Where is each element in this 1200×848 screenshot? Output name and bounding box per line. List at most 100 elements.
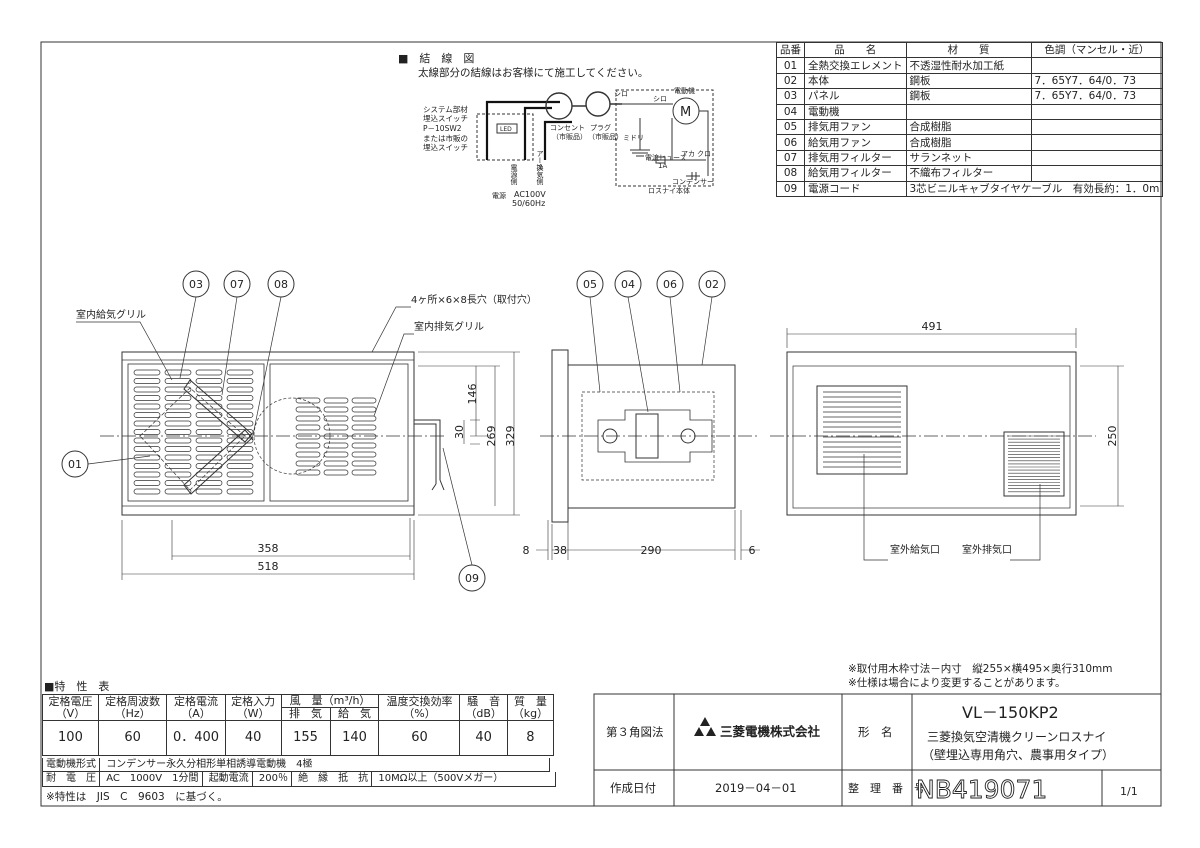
motor-type-row: 電動機形式 コンデンサー永久分相形単相誘導電動機 4極 (42, 758, 550, 772)
balloon-01: 01 (68, 458, 82, 471)
grille-slot (133, 463, 161, 469)
green-wire-label: ミドリ (623, 134, 644, 142)
grille-slot (195, 480, 223, 486)
grille-slot (323, 406, 349, 413)
grille-slot (164, 429, 192, 435)
grille-slot (133, 488, 161, 495)
side-body-outline (567, 364, 736, 509)
grille-slot (351, 424, 377, 431)
dim-side-6: 6 (749, 544, 756, 557)
back-body-outline (786, 351, 1077, 516)
fuse-symbol (655, 156, 666, 164)
dim-side-8: 8 (523, 544, 530, 557)
grille-slot (295, 433, 321, 440)
grille-slot (164, 454, 192, 461)
svg-text:P－10SW2: P－10SW2 (423, 124, 462, 133)
spec-heading: ■特 性 表 (44, 680, 110, 693)
grille-slot (226, 480, 254, 486)
grille-slot (195, 369, 223, 376)
dim-side-38: 38 (553, 544, 567, 557)
grille-slot (295, 415, 321, 422)
power-cord (414, 419, 445, 491)
grille-slot (164, 488, 192, 495)
spec-noise: 40 (459, 720, 508, 756)
grille-slot (195, 446, 223, 452)
balloon-08: 08 (274, 278, 288, 291)
grille-slot (195, 412, 223, 418)
plug-symbol (585, 91, 611, 117)
grille-slot (351, 406, 377, 413)
grille-slot (133, 369, 161, 376)
grille-slot (164, 446, 192, 452)
white-wire-label-2: シロ (653, 95, 667, 103)
front-panel-outline (121, 351, 415, 516)
red-wire-label: アカ (681, 150, 695, 158)
grille-slot (295, 424, 321, 431)
grille-slot (323, 397, 349, 404)
outdoor-supply-label: 室外給気口 (890, 543, 940, 556)
model-number: VL－150KP2 (962, 703, 1059, 722)
mount-holes-label: 4ヶ所×6×8長穴（取付穴） (411, 293, 537, 306)
product-type: （壁埋込専用角穴、農事用タイプ） (922, 747, 1114, 762)
grille-slot (195, 378, 223, 384)
grille-slot (133, 395, 161, 401)
wiring-note: 太線部分の結線はお客様にて施工してください。 (418, 66, 648, 79)
back-view: 室外給気口 室外排気口 491 250 (770, 320, 1124, 561)
spec-mass: 8 (506, 720, 555, 756)
exhaust-grille-slots (295, 397, 377, 476)
grille-slot (164, 437, 192, 444)
balloon-03: 03 (189, 278, 203, 291)
grille-slot (351, 451, 377, 458)
grille-slot (133, 480, 161, 486)
svg-text:（市販品）: （市販品） (588, 132, 623, 141)
page-number: 1/1 (1120, 785, 1138, 798)
grille-slot (195, 463, 223, 469)
grille-slot (133, 403, 161, 410)
dim-269: 269 (485, 426, 498, 447)
svg-text:システム部材: システム部材 (423, 104, 468, 114)
heat-exchanger-element (139, 387, 246, 491)
grille-slot (226, 378, 254, 384)
grille-slot (195, 437, 223, 444)
svg-text:埋込スイッチ: 埋込スイッチ (423, 142, 468, 152)
grille-slot (195, 386, 223, 393)
grille-slot (226, 369, 254, 376)
losnay-body-box (615, 89, 714, 187)
plug-label: プラグ (590, 123, 611, 132)
indoor-exhaust-label: 室内排気グリル (414, 320, 484, 333)
outlet-label: コンセント (550, 124, 585, 132)
earth-label: アース (536, 150, 544, 171)
grille-slot (351, 397, 377, 404)
grille-slot (226, 403, 254, 410)
power-label: 電源 (492, 191, 506, 200)
svg-text:または市販の: または市販の (423, 133, 468, 143)
balloon-04: 04 (621, 278, 635, 291)
grille-slot (164, 471, 192, 478)
grille-slot (226, 463, 254, 469)
spec-voltage: 100 (42, 720, 99, 756)
wiring-heading: ■ 結 線 図 (398, 51, 474, 65)
grille-slot (195, 403, 223, 410)
body-label: ロスナイ本体 (648, 186, 690, 195)
grille-slot (351, 433, 377, 440)
grille-slot (133, 471, 161, 478)
company-name: 三菱電機株式会社 (720, 724, 821, 739)
dim-518: 518 (258, 560, 279, 573)
dim-back-491: 491 (922, 320, 943, 333)
grille-slot (195, 488, 223, 495)
dim-329: 329 (504, 426, 517, 447)
supply-grille-slots (133, 369, 254, 495)
grille-slot (133, 454, 161, 461)
grille-slot (351, 442, 377, 449)
grille-slot (133, 429, 161, 435)
exhaust-filter (183, 379, 253, 443)
grille-slot (226, 412, 254, 418)
grille-slot (195, 454, 223, 461)
grille-slot (226, 454, 254, 461)
